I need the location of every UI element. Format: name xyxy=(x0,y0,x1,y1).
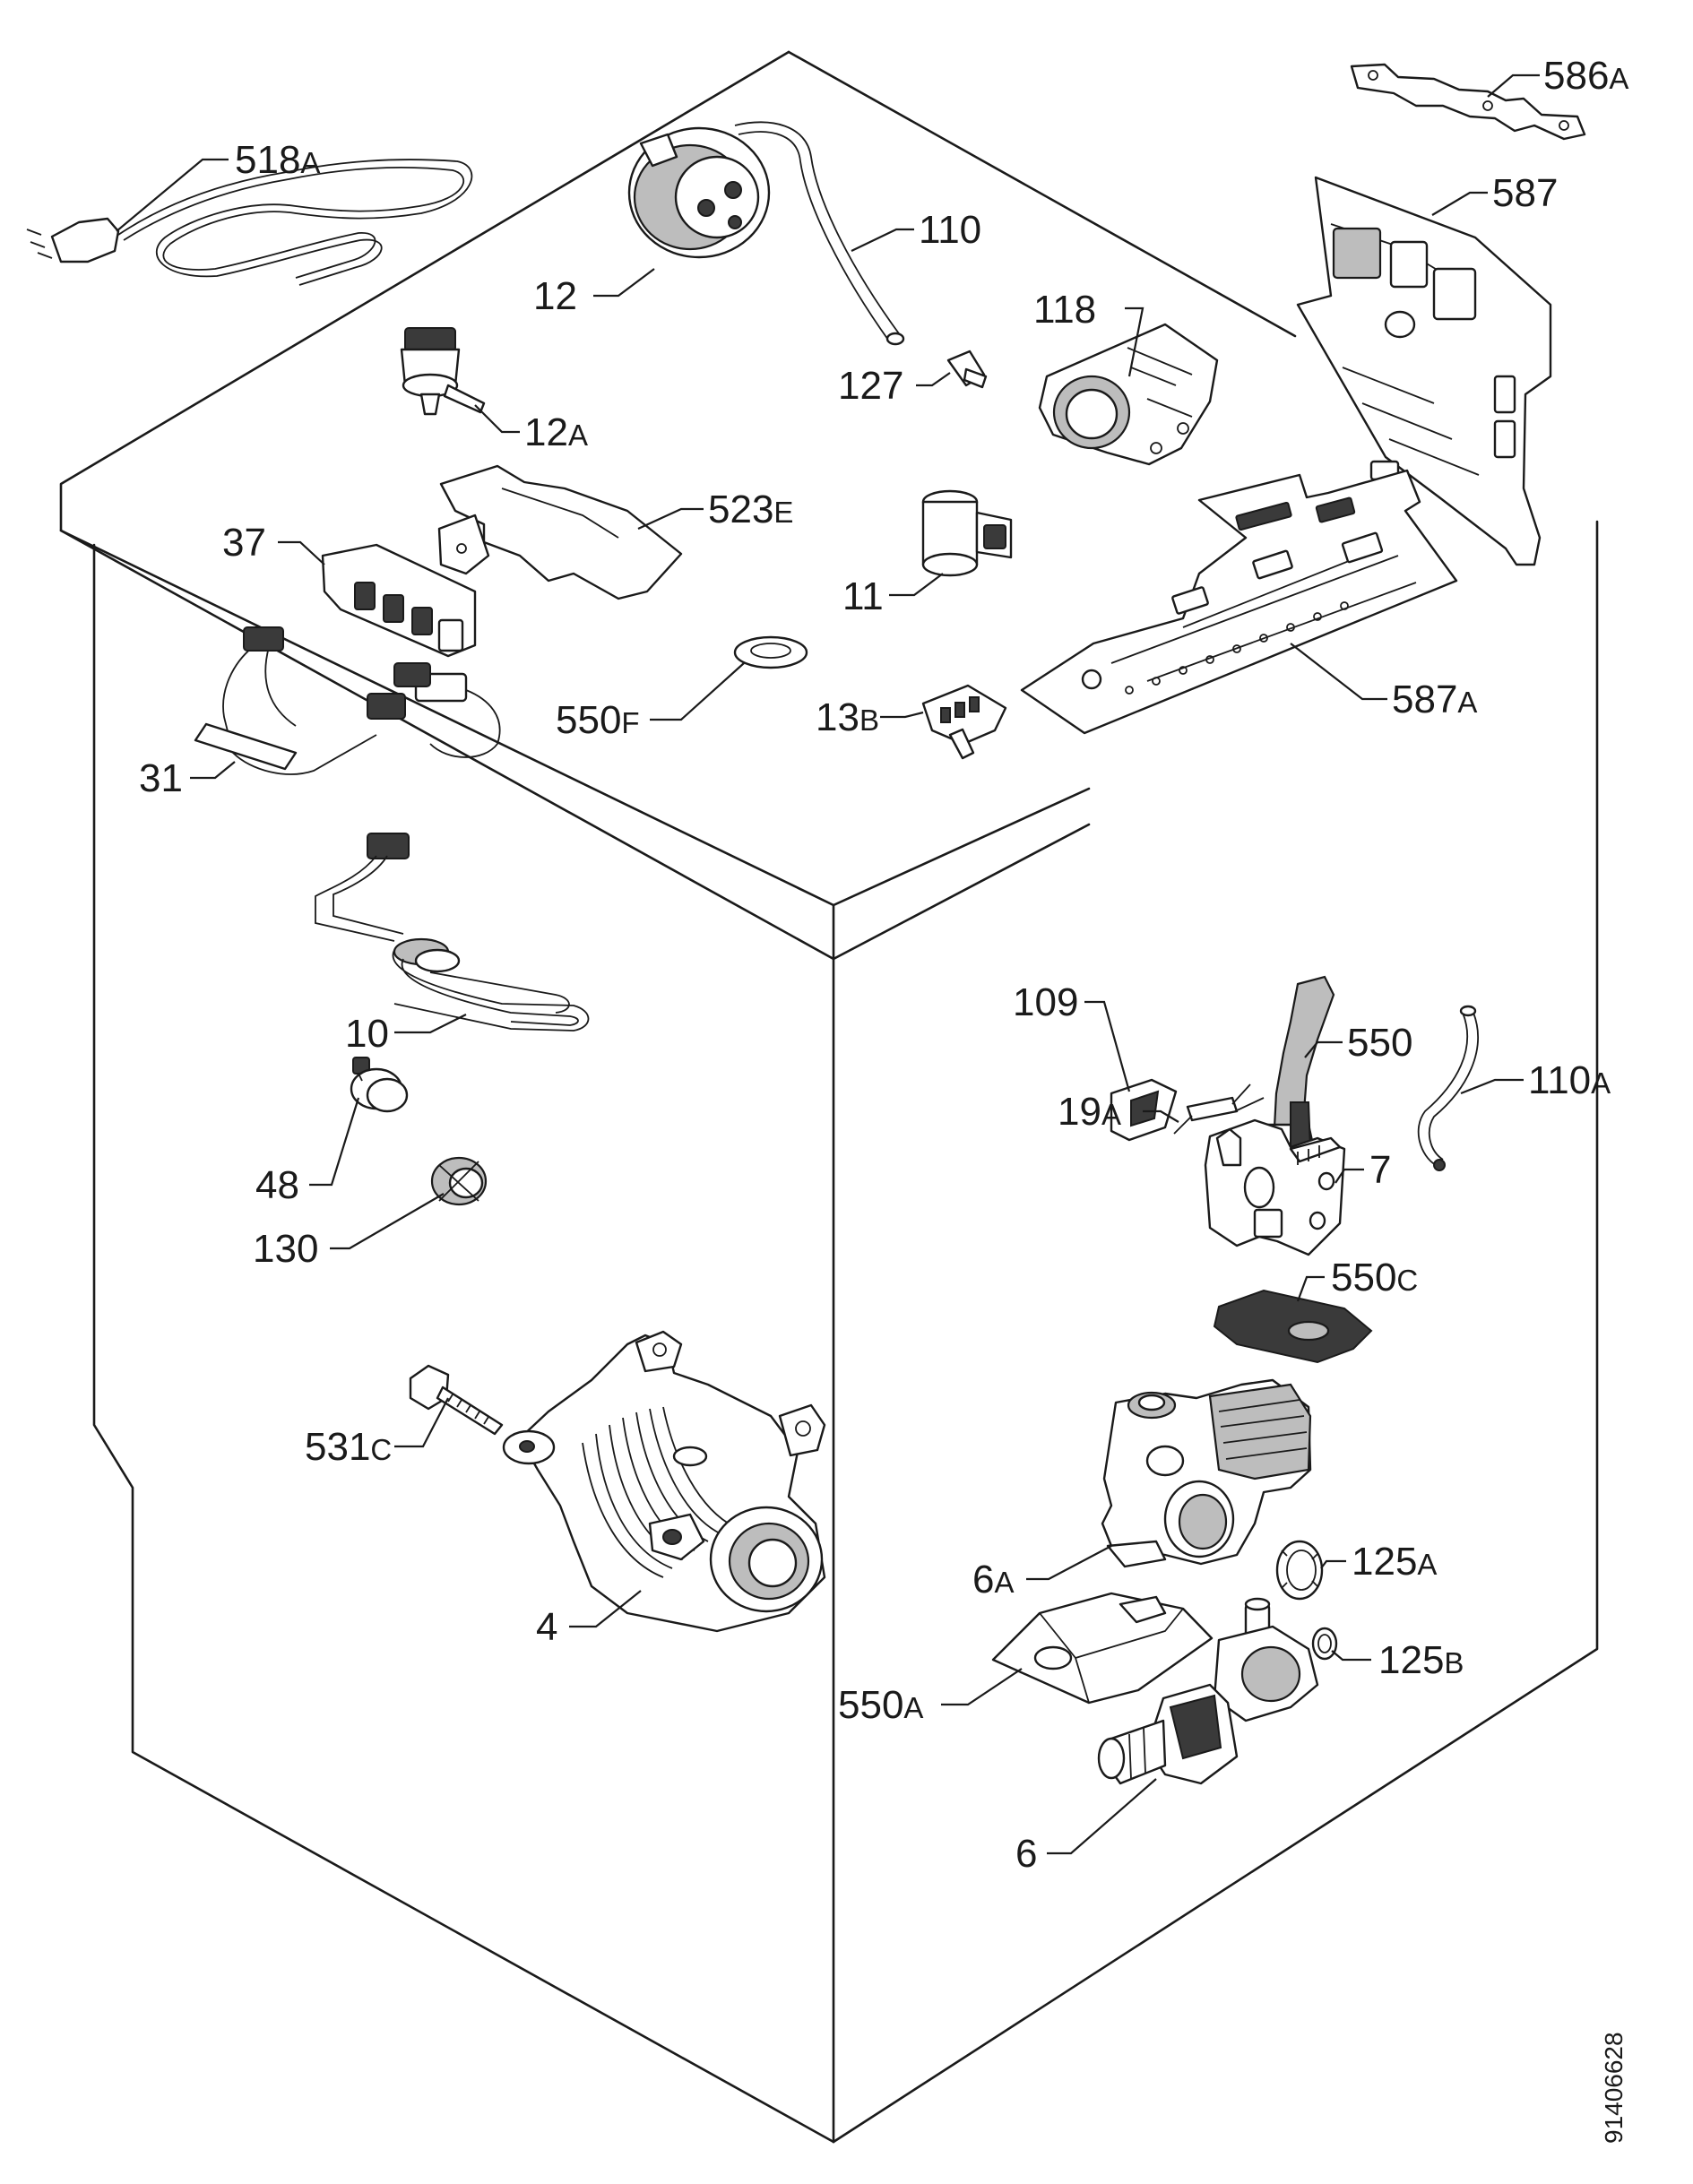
label-6: 6 xyxy=(1015,1832,1037,1876)
cabinet-outline xyxy=(59,50,1599,2144)
timer-118-part xyxy=(1038,323,1219,466)
label-550: 550 xyxy=(1347,1021,1412,1065)
label-130: 130 xyxy=(253,1227,318,1271)
cover-550c-part xyxy=(1213,1289,1373,1364)
label-10: 10 xyxy=(345,1012,389,1056)
label-586a: 586A xyxy=(1543,54,1628,98)
seal-125a-part xyxy=(1275,1540,1324,1601)
label-19a: 19A xyxy=(1058,1090,1121,1134)
thermostat-48-part xyxy=(350,1057,409,1113)
bolt-531c-part xyxy=(409,1364,504,1436)
label-12a: 12A xyxy=(524,410,588,454)
cover-109-part xyxy=(1110,1078,1178,1142)
wiring-31-part xyxy=(194,626,501,775)
disc-550f-part xyxy=(733,635,808,669)
drain-pump-6-part xyxy=(1097,1597,1319,1785)
label-125b: 125B xyxy=(1378,1638,1464,1682)
label-550f: 550F xyxy=(556,698,640,742)
label-125a: 125A xyxy=(1352,1540,1437,1584)
label-518a: 518A xyxy=(235,138,320,182)
pressure-switch-12a-part xyxy=(400,327,486,416)
label-4: 4 xyxy=(536,1605,557,1649)
seal-125b-part xyxy=(1311,1627,1338,1661)
hose-110a-part xyxy=(1417,1005,1479,1171)
label-118: 118 xyxy=(1033,288,1096,332)
label-531c: 531C xyxy=(305,1425,392,1469)
pcb-587a-part xyxy=(1020,469,1458,735)
power-cord-518a-part xyxy=(26,159,473,286)
label-11: 11 xyxy=(842,574,884,618)
heating-element-10-part xyxy=(315,833,590,1032)
motor-4-part xyxy=(502,1330,826,1633)
label-550c: 550C xyxy=(1331,1256,1418,1299)
label-127: 127 xyxy=(838,364,903,408)
label-13b: 13B xyxy=(816,695,879,739)
label-110: 110 xyxy=(919,208,981,252)
label-12: 12 xyxy=(533,274,577,318)
label-48: 48 xyxy=(255,1163,299,1207)
module-housing-587-part xyxy=(1296,176,1552,566)
pressure-chamber-7-part xyxy=(1204,1118,1346,1256)
label-587a: 587A xyxy=(1392,678,1477,721)
label-587: 587 xyxy=(1492,171,1558,215)
label-7: 7 xyxy=(1369,1148,1391,1192)
label-37: 37 xyxy=(222,521,266,565)
sensor-19a-part xyxy=(1173,1083,1265,1135)
label-6a: 6A xyxy=(972,1558,1015,1601)
bracket-523e-part xyxy=(437,464,683,600)
document-number: 91406628 xyxy=(1600,2032,1628,2144)
label-109: 109 xyxy=(1013,980,1078,1024)
connector-13b-part xyxy=(921,684,1007,760)
label-550a: 550A xyxy=(838,1683,923,1727)
nut-130-part xyxy=(430,1156,488,1206)
label-110a: 110A xyxy=(1528,1058,1611,1102)
callout-labels: 586A 518A 587 110 12 118 127 12A 523E 37… xyxy=(139,54,1628,1876)
terminal-block-37-part xyxy=(321,543,477,658)
hose-110-part xyxy=(734,121,905,346)
pad-550a-part xyxy=(991,1592,1214,1705)
fitting-127-part xyxy=(946,350,988,389)
label-523e: 523E xyxy=(708,488,793,531)
pressure-switch-12-part xyxy=(627,126,771,259)
bracket-586a-part xyxy=(1350,63,1586,141)
capacitor-11-part xyxy=(921,489,1013,577)
label-31: 31 xyxy=(139,756,183,800)
leader-lines xyxy=(116,73,1540,1855)
pump-housing-6a-part xyxy=(1101,1378,1312,1568)
